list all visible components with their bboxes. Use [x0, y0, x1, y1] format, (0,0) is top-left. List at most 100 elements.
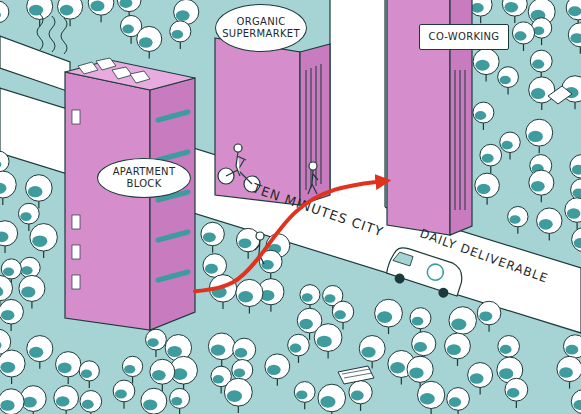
tree-canopy: [412, 332, 436, 356]
tree: [56, 352, 81, 384]
tree-shade: [504, 2, 518, 12]
tree-shade: [29, 5, 43, 16]
tree-shade: [377, 311, 392, 323]
tree-canopy: [170, 388, 190, 408]
van-logo: [425, 262, 445, 282]
tree-shade: [139, 37, 153, 48]
tree-canopy: [473, 49, 499, 75]
tree: [80, 391, 102, 414]
tree-canopy: [332, 301, 353, 322]
tree-shade: [334, 310, 346, 319]
tree: [537, 208, 562, 240]
tree: [236, 279, 263, 313]
window: [72, 215, 80, 229]
tree-shade: [420, 393, 435, 404]
tree-canopy: [469, 0, 492, 16]
building-face: [215, 38, 300, 205]
tree: [288, 334, 310, 363]
bench: [338, 366, 374, 384]
tree-canopy: [498, 67, 519, 88]
street-label: TEN MINUTES CITY: [250, 181, 385, 240]
tree-canopy: [563, 335, 581, 358]
tree-canopy: [224, 378, 252, 406]
tree-shade: [574, 238, 581, 248]
tree-canopy: [203, 254, 227, 278]
tree-shade: [573, 400, 581, 410]
tree-canopy: [530, 50, 552, 72]
tree-canopy: [417, 381, 444, 408]
tree: [469, 0, 492, 23]
road-edge: [384, 0, 385, 207]
apartment-building: [37, 14, 195, 330]
tree-shade: [0, 400, 14, 411]
pedestrian: [255, 232, 264, 264]
tree-canopy: [572, 228, 581, 252]
heat-wave: [37, 14, 43, 50]
tree: [417, 381, 444, 414]
tree-shade: [21, 287, 35, 298]
tree-canopy: [294, 382, 315, 403]
tree-shade: [499, 368, 513, 379]
tree-shade: [171, 397, 182, 405]
tree: [332, 301, 353, 329]
tree: [224, 378, 252, 413]
tree-canopy: [79, 361, 99, 381]
tree: [314, 324, 342, 359]
tree-canopy: [122, 356, 142, 376]
tree-shade: [475, 60, 489, 71]
tree-canopy: [537, 208, 562, 233]
tree: [526, 119, 553, 153]
tree-shade: [290, 344, 302, 353]
tree-shade: [475, 111, 487, 120]
tree-shade: [471, 3, 484, 13]
heat-wave: [49, 16, 55, 52]
tree-canopy: [288, 334, 310, 356]
tree-shade: [409, 367, 423, 378]
tree: [359, 336, 385, 369]
tree-shade: [267, 365, 281, 375]
tree-canopy: [473, 102, 494, 123]
tree-canopy: [557, 356, 581, 381]
tree-canopy: [410, 308, 431, 329]
tree-shade: [528, 131, 543, 142]
tree-canopy: [359, 336, 385, 362]
building-face: [65, 72, 150, 330]
tree-canopy: [117, 0, 141, 12]
tree: [113, 380, 135, 409]
tree-shade: [28, 186, 43, 197]
tree-canopy: [232, 360, 253, 381]
tree-canopy: [208, 333, 235, 360]
tree-shade: [21, 266, 32, 275]
tree-shade: [3, 268, 14, 276]
tree: [530, 50, 552, 79]
tree-canopy: [146, 329, 167, 350]
tree-shade: [115, 389, 127, 398]
tree-shade: [299, 319, 313, 329]
tree-canopy: [0, 275, 13, 300]
tree: [475, 173, 500, 205]
tree: [146, 329, 167, 357]
tree: [512, 22, 534, 51]
tree-canopy: [314, 324, 342, 352]
tree-canopy: [0, 171, 16, 198]
tree-canopy: [498, 336, 520, 358]
tree-canopy: [233, 338, 256, 361]
tree: [447, 388, 470, 414]
tree-shade: [414, 342, 427, 352]
tree: [30, 224, 58, 259]
tree-shade: [0, 286, 3, 297]
tree-shade: [143, 399, 157, 410]
tree-canopy: [0, 389, 24, 414]
tree-shade: [167, 346, 182, 357]
tree-canopy: [445, 333, 471, 359]
tree-shade: [572, 165, 581, 175]
tree-canopy: [19, 257, 40, 278]
tree-canopy: [0, 221, 18, 246]
tree: [0, 171, 16, 205]
tree: [318, 384, 346, 414]
tree-shade: [58, 363, 72, 374]
walking-route-arrow: [195, 181, 385, 291]
tree-shade: [565, 345, 578, 355]
